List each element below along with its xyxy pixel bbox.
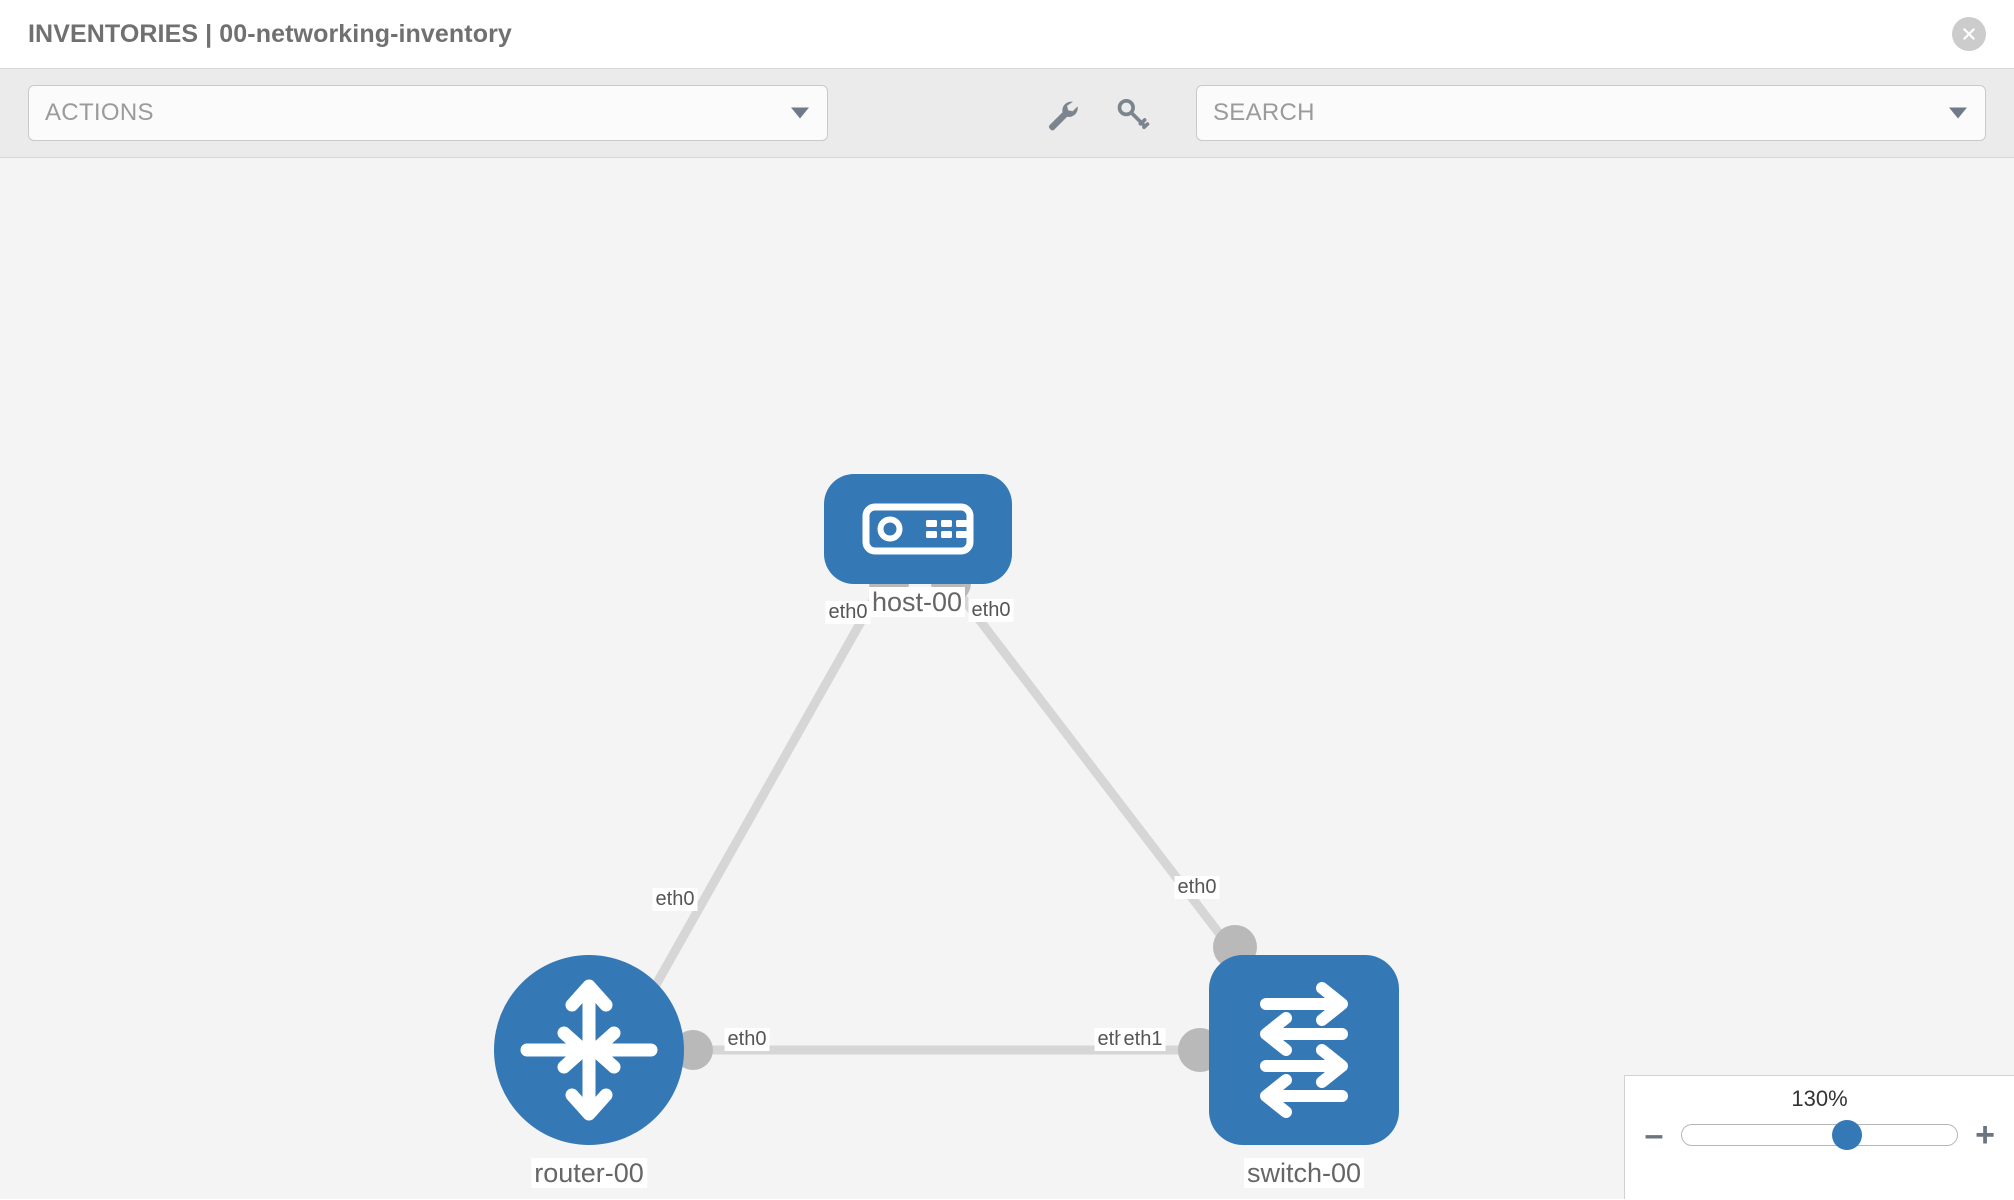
zoom-control[interactable]: 130% – + bbox=[1624, 1075, 2014, 1199]
actions-dropdown[interactable]: ACTIONS bbox=[28, 85, 828, 141]
link-host00-router00 bbox=[635, 583, 885, 1018]
iface-label-host00-right: eth0 bbox=[968, 599, 1014, 622]
node-switch-00 bbox=[1209, 955, 1399, 1145]
zoom-in-button[interactable]: + bbox=[1975, 1116, 1995, 1154]
toolbar: ACTIONS SEARCH bbox=[0, 68, 2014, 158]
topology-graph bbox=[494, 474, 1399, 1145]
zoom-slider-row: – + bbox=[1625, 1118, 2014, 1152]
zoom-out-button[interactable]: – bbox=[1644, 1116, 1664, 1154]
chevron-down-icon bbox=[1949, 107, 1967, 119]
topology-canvas[interactable]: eth0 eth0 eth0 eth0 eth0 eth0 eth1 host-… bbox=[0, 158, 2014, 1199]
search-placeholder-label: SEARCH bbox=[1213, 99, 1315, 126]
topology-connectors bbox=[673, 563, 1257, 1072]
node-router-00 bbox=[494, 955, 684, 1145]
iface-label-router00-right: eth0 bbox=[724, 1028, 770, 1051]
breadcrumb: INVENTORIES | 00-networking-inventory bbox=[28, 19, 512, 48]
iface-label-switch00-top: eth0 bbox=[1174, 876, 1220, 899]
zoom-slider-track[interactable] bbox=[1681, 1120, 1958, 1150]
iface-label-router00-top: eth0 bbox=[652, 888, 698, 911]
iface-label-switch00-left-eth1: eth1 bbox=[1120, 1028, 1166, 1051]
node-label-host-00: host-00 bbox=[868, 587, 966, 618]
close-icon bbox=[1959, 24, 1979, 44]
chevron-down-icon bbox=[791, 107, 809, 119]
iface-label-host00-left: eth0 bbox=[825, 601, 871, 624]
link-host00-switch00 bbox=[950, 583, 1243, 963]
node-host-00 bbox=[824, 474, 1012, 584]
key-icon bbox=[1113, 94, 1151, 132]
topology-links bbox=[635, 583, 1243, 1055]
zoom-level-label: 130% bbox=[1791, 1086, 1848, 1111]
page-header: INVENTORIES | 00-networking-inventory bbox=[0, 0, 2014, 68]
wrench-button[interactable] bbox=[1036, 89, 1084, 137]
zoom-slider-thumb[interactable] bbox=[1832, 1120, 1862, 1150]
node-label-router-00: router-00 bbox=[531, 1158, 647, 1189]
wrench-icon bbox=[1041, 94, 1079, 132]
close-button[interactable] bbox=[1952, 17, 1986, 51]
key-button[interactable] bbox=[1108, 89, 1156, 137]
actions-dropdown-label: ACTIONS bbox=[45, 99, 154, 126]
search-dropdown[interactable]: SEARCH bbox=[1196, 85, 1986, 141]
node-label-switch-00: switch-00 bbox=[1243, 1158, 1365, 1189]
